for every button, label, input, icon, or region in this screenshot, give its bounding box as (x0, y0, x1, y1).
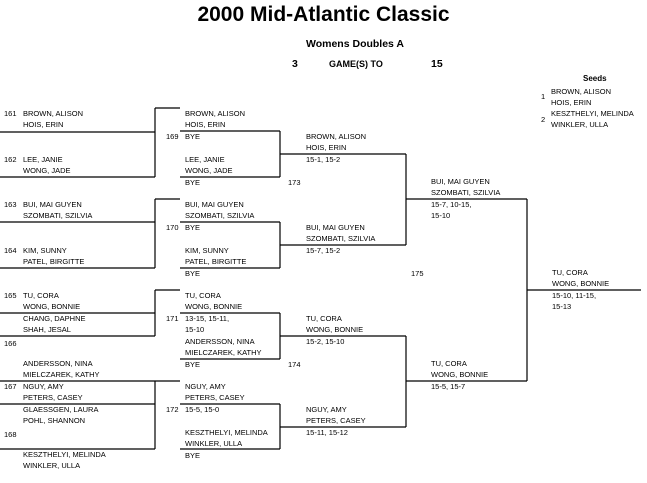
match-score: 15-2, 15-10 (306, 337, 345, 346)
player-name: PETERS, CASEY (185, 393, 245, 402)
player-name: WONG, JADE (185, 166, 233, 175)
player-name: NGUY, AMY (185, 382, 226, 391)
match-score: 15-10, 11-15, (552, 291, 597, 300)
seed-player: BROWN, ALISON (551, 87, 612, 96)
player-name: MIELCZAREK, KATHY (185, 348, 262, 357)
player-name: KESZTHELYI, MELINDA (185, 428, 268, 437)
player-name: PETERS, CASEY (306, 416, 366, 425)
bye-label: BYE (185, 269, 201, 278)
player-name: KESZTHELYI, MELINDA (23, 450, 106, 459)
player-name: HOIS, ERIN (23, 120, 64, 129)
seeds-header: Seeds (583, 74, 607, 83)
player-name: KIM, SUNNY (185, 246, 229, 255)
match-number: 175 (411, 269, 424, 278)
player-name: POHL, SHANNON (23, 416, 86, 425)
event-name: Womens Doubles A (306, 38, 405, 50)
player-name: SZOMBATI, SZILVIA (23, 211, 93, 220)
match-score: 15-7, 15-2 (306, 246, 341, 255)
player-name: WINKLER, ULLA (185, 439, 243, 448)
player-name: BUI, MAI GUYEN (306, 223, 365, 232)
games-count: 3 (292, 58, 298, 70)
player-name: PETERS, CASEY (23, 393, 83, 402)
player-name: PATEL, BIRGITTE (185, 257, 247, 266)
match-score: 13-15, 15-11, (185, 314, 230, 323)
player-name: PATEL, BIRGITTE (23, 257, 85, 266)
match-number: 165 (4, 291, 17, 300)
player-name: BUI, MAI GUYEN (185, 200, 244, 209)
bye-label: BYE (185, 360, 201, 369)
player-name: HOIS, ERIN (185, 120, 226, 129)
match-score: 15-13 (552, 302, 572, 311)
match-number: 163 (4, 200, 17, 209)
bye-label: BYE (185, 178, 201, 187)
player-name: MIELCZAREK, KATHY (23, 370, 100, 379)
seed-number: 2 (541, 115, 546, 124)
match-number: 166 (4, 339, 17, 348)
match-score: 15-11, 15-12 (306, 428, 348, 437)
seed-player: HOIS, ERIN (551, 98, 592, 107)
champion-name: WONG, BONNIE (552, 279, 610, 288)
match-number: 162 (4, 155, 17, 164)
match-number: 167 (4, 382, 17, 391)
player-name: SHAH, JESAL (23, 325, 71, 334)
champion-name: TU, CORA (552, 268, 588, 277)
player-name: BUI, MAI GUYEN (23, 200, 82, 209)
player-name: WONG, BONNIE (185, 302, 243, 311)
match-number: 161 (4, 109, 17, 118)
match-score: 15-5, 15-7 (431, 382, 466, 391)
player-name: BUI, MAI GUYEN (431, 177, 490, 186)
player-name: WONG, BONNIE (23, 302, 81, 311)
player-name: BROWN, ALISON (23, 109, 84, 118)
match-number: 170 (166, 223, 179, 232)
player-name: BROWN, ALISON (185, 109, 246, 118)
player-name: WONG, BONNIE (306, 325, 364, 334)
player-name: LEE, JANIE (185, 155, 225, 164)
seed-number: 1 (541, 92, 546, 101)
player-name: KIM, SUNNY (23, 246, 67, 255)
player-name: CHANG, DAPHNE (23, 314, 86, 323)
player-name: SZOMBATI, SZILVIA (185, 211, 255, 220)
match-score: BYE (185, 132, 201, 141)
player-name: TU, CORA (185, 291, 221, 300)
page-title: 2000 Mid-Atlantic Classic (197, 3, 450, 26)
player-name: WINKLER, ULLA (23, 461, 81, 470)
player-name: LEE, JANIE (23, 155, 63, 164)
match-number: 173 (288, 178, 301, 187)
match-score: 15-10 (185, 325, 205, 334)
player-name: HOIS, ERIN (306, 143, 347, 152)
games-points: 15 (431, 58, 443, 70)
player-name: TU, CORA (306, 314, 342, 323)
match-number: 169 (166, 132, 179, 141)
match-score: 15-1, 15-2 (306, 155, 341, 164)
player-name: NGUY, AMY (306, 405, 347, 414)
match-score: BYE (185, 223, 201, 232)
match-score: 15-7, 10-15, (431, 200, 472, 209)
match-number: 171 (166, 314, 179, 323)
player-name: WONG, BONNIE (431, 370, 489, 379)
player-name: TU, CORA (23, 291, 59, 300)
match-number: 168 (4, 430, 17, 439)
match-number: 164 (4, 246, 17, 255)
player-name: NGUY, AMY (23, 382, 64, 391)
player-name: ANDERSSON, NINA (185, 337, 255, 346)
match-score: 15-5, 15-0 (185, 405, 220, 414)
player-name: WONG, JADE (23, 166, 71, 175)
seed-player: WINKLER, ULLA (551, 120, 609, 129)
match-number: 174 (288, 360, 301, 369)
bye-label: BYE (185, 451, 201, 460)
player-name: SZOMBATI, SZILVIA (306, 234, 376, 243)
player-name: TU, CORA (431, 359, 467, 368)
player-name: ANDERSSON, NINA (23, 359, 93, 368)
games-label: GAME(S) TO (329, 59, 383, 69)
match-number: 172 (166, 405, 179, 414)
player-name: SZOMBATI, SZILVIA (431, 188, 501, 197)
match-score: 15-10 (431, 211, 451, 220)
player-name: BROWN, ALISON (306, 132, 367, 141)
seed-player: KESZTHELYI, MELINDA (551, 109, 634, 118)
player-name: GLAESSGEN, LAURA (23, 405, 99, 414)
